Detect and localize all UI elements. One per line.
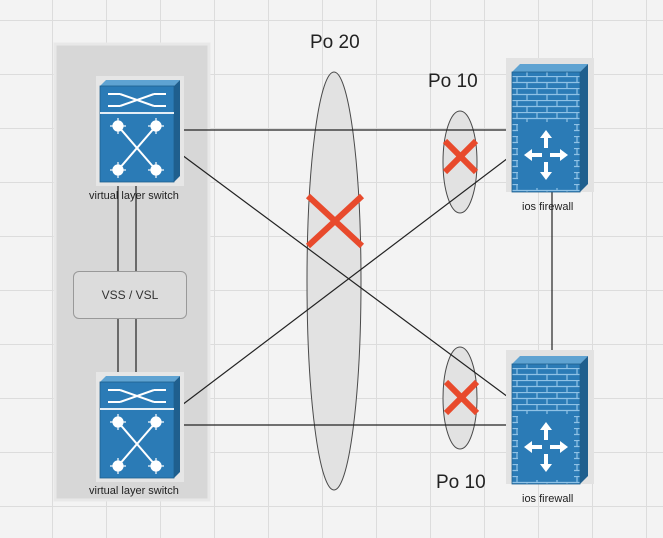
disabled-x-icon [442,138,479,175]
firewall-bottom-label: ios firewall [522,493,574,505]
layer3-switch-icon[interactable] [95,75,185,187]
links [117,129,553,426]
po20-bundle [306,71,362,491]
firewall-top-label: ios firewall [522,201,574,213]
layer3-switch-icon[interactable] [95,371,185,483]
disabled-x-icon [443,379,480,416]
disabled-x-icon [305,193,365,249]
firewall-icon[interactable] [505,349,595,485]
po10-top-bundle [442,110,478,214]
switch-top-label: virtual layer switch [89,190,179,202]
switch-bottom-label: virtual layer switch [89,485,179,497]
po10-top-label: Po 10 [428,71,478,92]
link-switch1-fw2 [181,154,513,401]
po10-bottom-label: Po 10 [436,472,486,493]
po20-label: Po 20 [310,32,360,53]
vss-vsl-label: VSS / VSL [101,288,159,302]
firewall-icon[interactable] [505,57,595,193]
link-switch2-fw1 [181,154,513,406]
vss-vsl-box: VSS / VSL [73,271,187,319]
